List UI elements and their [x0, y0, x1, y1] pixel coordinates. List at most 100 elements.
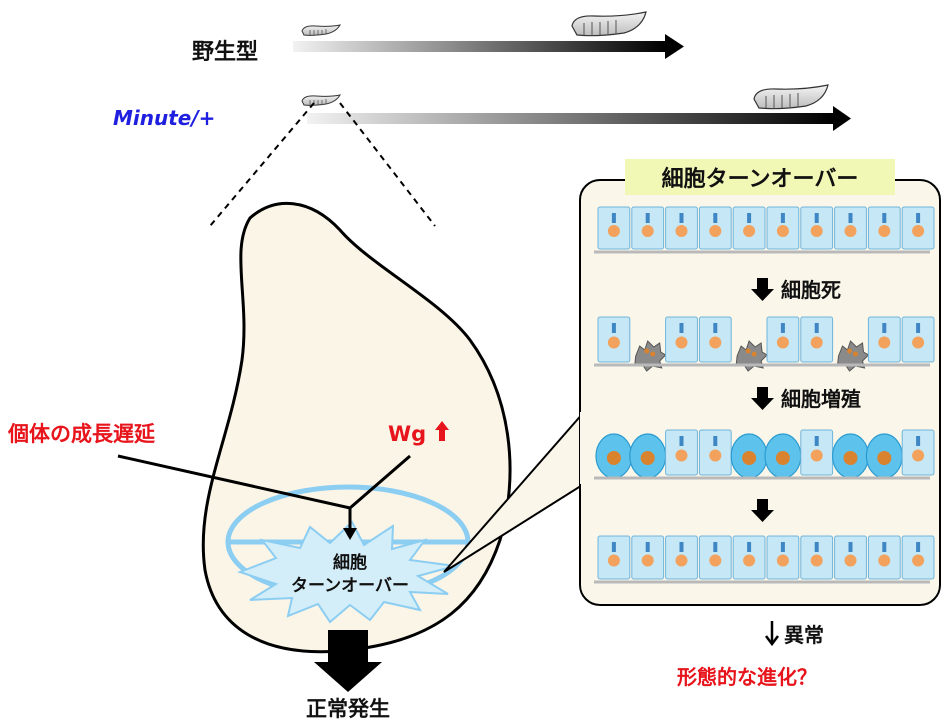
- minute-growth-arrow: [307, 106, 851, 131]
- arrow-up-icon: [435, 421, 449, 441]
- nucleus: [606, 451, 621, 465]
- abnormal-label: 異常: [784, 623, 824, 647]
- nucleus: [912, 336, 925, 349]
- zoom-line-left: [209, 102, 315, 227]
- nucleus: [912, 449, 925, 462]
- fragment: [745, 348, 751, 354]
- evolution-label: 形態的な進化？: [677, 665, 817, 689]
- nucleus: [709, 336, 722, 349]
- nucleus: [810, 336, 823, 349]
- nucleus: [878, 554, 891, 567]
- nucleus: [877, 451, 892, 465]
- arrow-down-icon: [314, 630, 382, 692]
- nucleus: [843, 451, 858, 465]
- panel-title: 細胞ターンオーバー: [662, 166, 859, 192]
- junction: [713, 213, 718, 223]
- nucleus: [675, 554, 688, 567]
- nucleus: [607, 336, 620, 349]
- junction: [645, 213, 650, 223]
- minute-label: Minute/+: [113, 106, 215, 130]
- junction: [882, 542, 887, 552]
- junction: [780, 323, 785, 333]
- nucleus: [844, 554, 857, 567]
- normal-development-label: 正常発生: [306, 697, 390, 720]
- wildtype-label: 野生型: [192, 40, 258, 65]
- junction: [679, 542, 684, 552]
- junction: [814, 436, 819, 446]
- nucleus: [810, 225, 823, 237]
- wg-label: Wg: [388, 422, 426, 446]
- junction: [747, 213, 752, 223]
- junction: [780, 542, 785, 552]
- nucleus: [640, 451, 655, 465]
- fragment: [751, 351, 757, 357]
- larva-icon: [571, 11, 647, 37]
- nucleus: [742, 451, 757, 465]
- nucleus: [675, 225, 688, 237]
- junction: [679, 323, 684, 333]
- turnover-burst: [237, 520, 456, 624]
- arrow-down-icon: [751, 278, 774, 301]
- burst-label-line1: 細胞: [333, 552, 367, 573]
- step-cell-death-label: 細胞死: [781, 278, 841, 302]
- nucleus: [743, 554, 756, 567]
- junction: [814, 323, 819, 333]
- wg-line: [349, 454, 411, 510]
- junction: [882, 323, 887, 333]
- nucleus: [607, 225, 620, 237]
- panel-title-bg: [625, 159, 895, 195]
- nucleus: [675, 336, 688, 349]
- junction: [747, 542, 752, 552]
- nucleus: [810, 449, 823, 462]
- junction: [679, 213, 684, 223]
- junction: [916, 542, 921, 552]
- junction: [611, 542, 616, 552]
- nucleus: [641, 554, 654, 567]
- nucleus: [709, 554, 722, 567]
- nucleus: [776, 554, 789, 567]
- nucleus: [743, 225, 756, 237]
- junction: [814, 542, 819, 552]
- cell-rows: [594, 206, 935, 584]
- junction: [848, 213, 853, 223]
- nucleus: [675, 449, 688, 462]
- junction: [848, 542, 853, 552]
- nucleus: [709, 449, 722, 462]
- junction: [611, 213, 616, 223]
- nucleus: [912, 225, 925, 237]
- nucleus: [912, 554, 925, 567]
- nucleus: [641, 225, 654, 237]
- fragment: [853, 351, 858, 357]
- junction: [611, 323, 616, 333]
- junction: [780, 213, 785, 223]
- junction: [814, 213, 819, 223]
- arrow-down-icon: [751, 387, 774, 410]
- junction: [916, 323, 921, 333]
- nucleus: [810, 554, 823, 567]
- step-proliferation-label: 細胞増殖: [781, 387, 861, 411]
- junction: [713, 542, 718, 552]
- growth-delay-line: [117, 454, 351, 510]
- fragment: [644, 348, 650, 354]
- larva-icon: [301, 94, 341, 106]
- junction: [916, 213, 921, 223]
- nucleus: [709, 225, 722, 237]
- burst-label-line2: ターンオーバー: [291, 576, 409, 596]
- nucleus: [607, 554, 620, 567]
- nucleus: [775, 451, 790, 465]
- nucleus: [878, 225, 891, 237]
- growth-delay-label: 個体の成長遅延: [7, 422, 156, 446]
- larva-icon: [301, 24, 341, 36]
- junction: [645, 542, 650, 552]
- junction: [713, 436, 718, 446]
- zoom-line-right: [339, 102, 436, 227]
- nucleus: [878, 336, 891, 349]
- nucleus: [776, 225, 789, 237]
- nucleus: [776, 336, 789, 349]
- arrow-down-icon: [765, 621, 779, 647]
- arrow-down-icon: [751, 499, 774, 522]
- junction: [713, 323, 718, 333]
- fragment: [650, 351, 656, 357]
- junction: [916, 436, 921, 446]
